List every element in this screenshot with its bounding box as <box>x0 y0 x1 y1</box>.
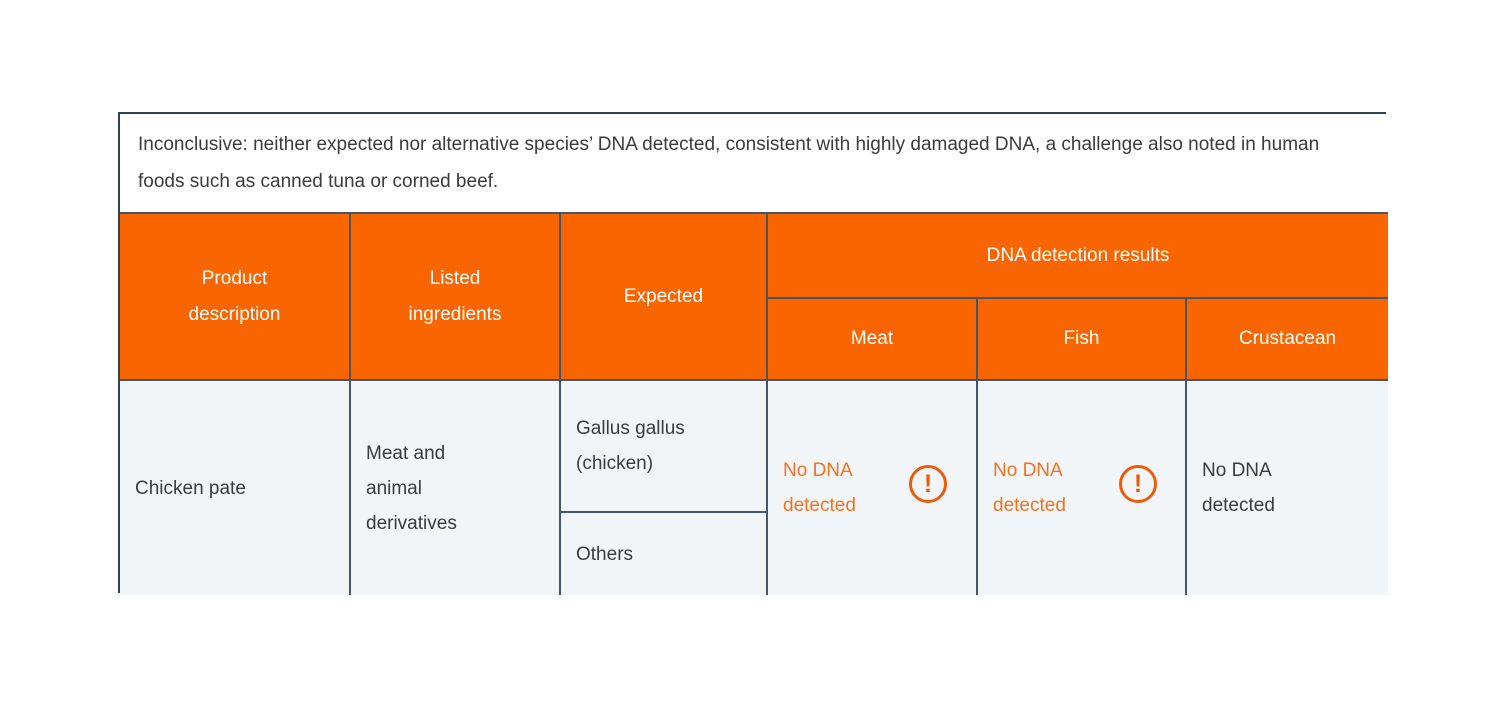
exclamation-glyph: ! <box>1133 469 1143 498</box>
cell-product-description: Chicken pate <box>120 379 351 595</box>
cell-crustacean-result: No DNA detected <box>1184 379 1389 595</box>
inconclusive-note-text: Inconclusive: neither expected nor alter… <box>138 134 1320 192</box>
exclamation-glyph: ! <box>923 469 933 498</box>
col-header-meat: Meat <box>767 297 978 381</box>
exclamation-circle-icon: ! <box>1119 465 1157 503</box>
crustacean-result-value: No DNA detected <box>1202 460 1275 516</box>
col-header-fish-label: Fish <box>1063 328 1100 349</box>
col-group-header-dna-detection-results: DNA detection results <box>765 212 1389 299</box>
cell-fish-result: No DNA detected ! <box>976 379 1187 595</box>
col-header-listed-ingredients: Listed ingredients <box>349 212 561 381</box>
col-header-product-description-label: Product description <box>188 267 281 325</box>
exclamation-circle-icon: ! <box>909 465 947 503</box>
expected-secondary-value: Others <box>576 543 634 565</box>
col-header-meat-label: Meat <box>850 328 894 349</box>
col-group-header-dna-detection-results-label: DNA detection results <box>986 244 1170 266</box>
col-header-crustacean-label: Crustacean <box>1238 328 1337 349</box>
col-header-expected: Expected <box>559 212 768 381</box>
col-header-crustacean: Crustacean <box>1184 297 1389 381</box>
dna-results-table-frame: Inconclusive: neither expected nor alter… <box>118 112 1389 595</box>
cell-listed-ingredients: Meat and animal derivatives <box>349 379 561 595</box>
col-header-listed-ingredients-label: Listed ingredients <box>408 267 502 325</box>
col-header-fish: Fish <box>976 297 1187 381</box>
cell-expected-primary: Gallus gallus (chicken) <box>559 379 768 513</box>
cell-expected-secondary: Others <box>560 511 767 595</box>
dna-results-table: Inconclusive: neither expected nor alter… <box>120 114 1389 595</box>
listed-ingredients-value: Meat and animal derivatives <box>366 442 457 534</box>
product-description-value: Chicken pate <box>135 477 246 499</box>
cell-meat-result: No DNA detected ! <box>766 379 978 595</box>
col-header-product-description: Product description <box>120 212 351 381</box>
fish-result-value: No DNA detected <box>993 460 1066 516</box>
expected-primary-value: Gallus gallus (chicken) <box>576 418 685 474</box>
meat-result-value: No DNA detected <box>783 460 856 516</box>
col-header-expected-label: Expected <box>623 285 704 307</box>
inconclusive-note: Inconclusive: neither expected nor alter… <box>120 114 1389 214</box>
